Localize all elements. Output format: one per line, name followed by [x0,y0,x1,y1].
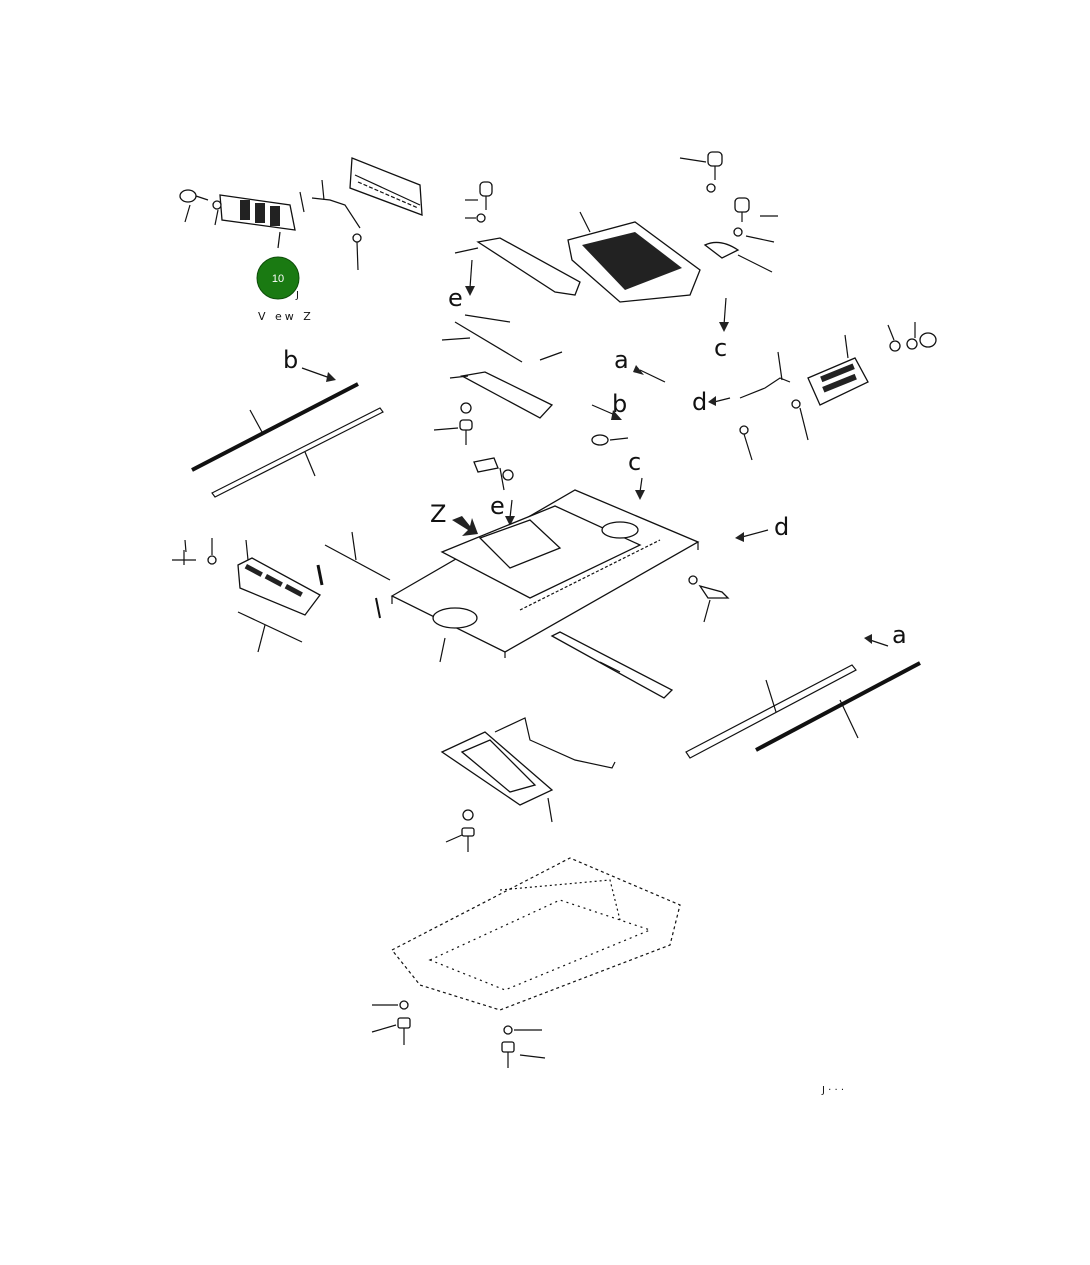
center-beam [550,631,674,699]
label-e-center: e [490,492,505,520]
thin-strips [441,314,563,363]
hotspot-number: 10 [272,273,284,285]
label-c-upper: c [714,334,727,362]
label-d-right: d [774,513,789,541]
callout-hotspot-10[interactable]: 10 [256,256,300,300]
upper-grille-panel [349,157,423,216]
label-c-center: c [628,448,641,476]
view-z-cover-plate [179,179,362,271]
label-a-upper: a [614,346,629,374]
figure-code: J · · · [821,1085,844,1096]
right-clamp-parts [688,575,730,623]
bottom-bolts [371,1000,546,1068]
upper-right-bolts [679,151,778,273]
main-floor-frame [390,489,700,663]
center-bolts [433,402,629,491]
label-b-left: b [283,346,298,374]
hotspot-circle[interactable] [256,256,300,300]
view-z-glyph: J [295,290,299,301]
upper-bolts [465,181,493,223]
lower-base-frame [391,857,681,1011]
label-e-upper: e [448,284,463,312]
label-b-center: b [612,390,627,418]
right-grille-panel [739,322,937,461]
label-z: Z [430,500,446,528]
center-grille-panel [567,211,701,303]
lower-bolt [445,809,475,852]
left-long-bars [191,382,384,498]
label-a-lower: a [892,621,907,649]
lower-mounting-plate [440,717,616,823]
right-long-bars [685,661,921,759]
view-z-label: V ew Z [258,310,314,323]
left-lower-grille [172,531,391,653]
center-plate [449,371,554,419]
z-view-arrow [452,516,478,536]
long-bracket-plate [454,237,581,296]
label-d-center: d [692,388,707,416]
